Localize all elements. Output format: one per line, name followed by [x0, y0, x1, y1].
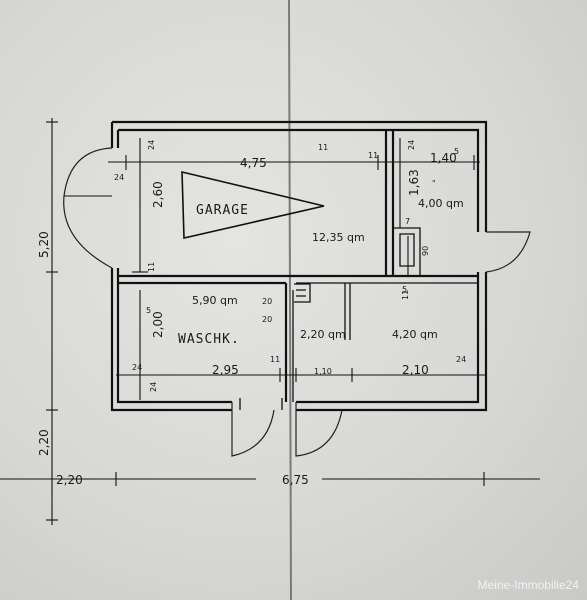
dim-garage-width: 4,75	[240, 156, 267, 170]
wall-24-b: 24	[114, 173, 124, 182]
labels: GARAGE 12,35 qm 4,00 qm WASCHK. 5,90 qm …	[37, 140, 466, 487]
wall-24-c: 24	[407, 140, 416, 150]
wasch-label: WASCHK.	[178, 332, 240, 347]
dim-wasch-width: 2,95	[212, 363, 239, 377]
right-area: 4,20 qm	[392, 328, 438, 341]
paper-fold	[288, 0, 292, 600]
garage-label: GARAGE	[196, 203, 249, 218]
store-area: 4,00 qm	[418, 197, 464, 210]
walls	[110, 120, 488, 412]
sup-5: 5	[402, 285, 407, 294]
wall-24-d: 24	[132, 363, 142, 372]
dim-mid-width: 1,10	[314, 367, 332, 376]
wall-11-5-c: 11	[401, 290, 410, 300]
dim-total-width: 6,75	[282, 473, 309, 487]
stair-b: 20	[262, 315, 272, 324]
dim-left-offset: 2,20	[56, 473, 83, 487]
watermark: Meine-Immobilie24	[477, 578, 579, 592]
dim-garage-depth: 2,60	[151, 181, 165, 208]
stair-a: 20	[262, 297, 272, 306]
garage-arrow	[181, 170, 325, 239]
dim-store-depth: 1,63	[407, 169, 421, 196]
wall-11-5-d: 11	[270, 355, 280, 364]
garage-area: 12,35 qm	[312, 231, 365, 244]
tick-mark: "	[432, 179, 436, 188]
dim-left-height: 2,20	[37, 429, 51, 456]
dim-store-width: 1,40	[430, 151, 457, 165]
wall-24-e: 24	[456, 355, 466, 364]
dim-right-width: 2,10	[402, 363, 429, 377]
wall-11-5-b: 11	[147, 262, 156, 272]
dim-wasch-depth: 2,00	[151, 311, 165, 338]
mid-area: 2,20 qm	[300, 328, 346, 341]
dim-90: 90	[421, 246, 430, 256]
dim-7: 7	[405, 217, 410, 226]
dim-total-height: 5,20	[37, 231, 51, 258]
dim-24-small: 24	[149, 382, 158, 392]
wall-24-a: 24	[147, 140, 156, 150]
doors	[63, 147, 531, 457]
wall-11-5-e: 11	[318, 143, 328, 152]
dim-5: 5	[146, 306, 151, 315]
wall-11-5-a: 11	[368, 151, 378, 160]
dim-store-width-sup: 5	[454, 147, 459, 156]
wasch-area: 5,90 qm	[192, 294, 238, 307]
dimension-lines	[0, 118, 540, 525]
